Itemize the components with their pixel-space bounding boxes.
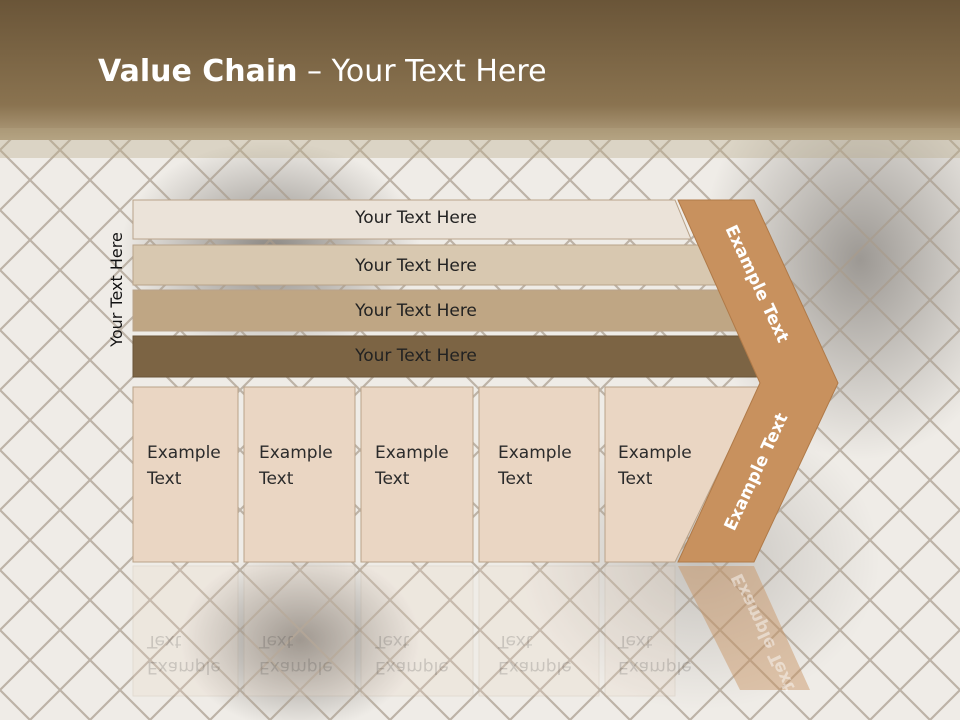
slide-title: Value Chain – Your Text Here [98,54,547,89]
bar-4-label: Your Text Here [355,346,477,366]
box-3 [360,386,474,563]
bar-1-label: Your Text Here [355,208,477,228]
bar-2-label: Your Text Here [355,256,477,276]
bar-3-label: Your Text Here [355,301,477,321]
chevron-reflection [678,566,810,690]
chevron-arrow [677,199,839,563]
reflection [132,565,676,697]
title-rest: – Your Text Here [297,54,547,89]
box-4 [478,386,600,563]
box-1 [132,386,239,563]
bar-1 [132,199,692,240]
title-bold: Value Chain [98,54,298,89]
box-5 [604,386,761,563]
box-2 [243,386,356,563]
